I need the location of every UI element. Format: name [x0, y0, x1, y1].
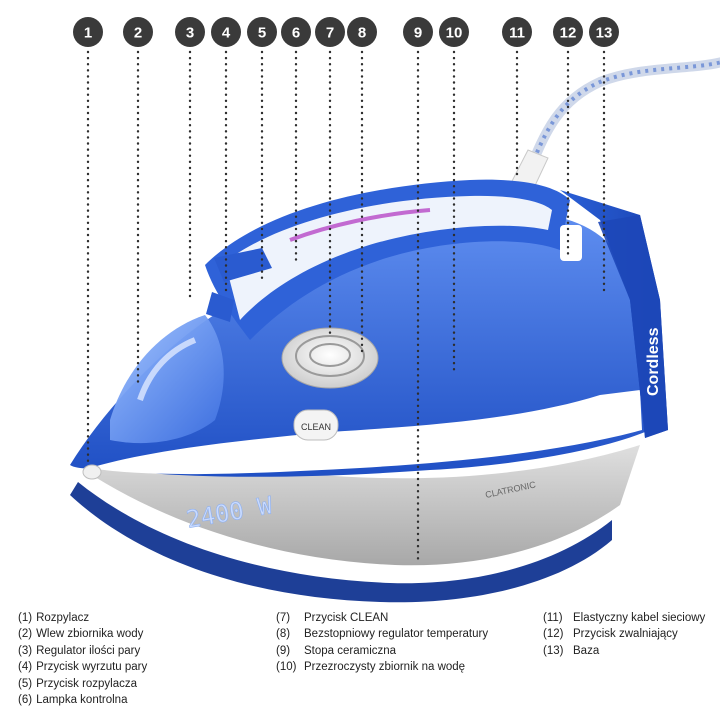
marker-badge-6 [281, 17, 311, 47]
legend-label: Przycisk zwalniający [573, 628, 678, 641]
marker-badge-12 [553, 17, 583, 47]
marker-number-5: 5 [258, 25, 266, 42]
spray-nozzle [82, 464, 102, 480]
spray-button[interactable] [206, 292, 234, 322]
soleplate [70, 482, 612, 603]
legend-number: (13) [543, 644, 564, 657]
legend-label: Przycisk CLEAN [304, 612, 389, 624]
steam-button[interactable] [214, 248, 272, 282]
legend-number: (5) [18, 677, 33, 690]
white-trim [90, 390, 642, 475]
marker-number-4: 4 [222, 25, 231, 42]
marker-number-8: 8 [358, 25, 366, 42]
legend-column-1: (1)Rozpylacz(2)Wlew zbiornika wody(3)Reg… [18, 610, 248, 708]
marker-badge-2 [123, 17, 153, 47]
marker-badge-8 [347, 17, 377, 47]
legend-number: (4) [18, 661, 33, 674]
legend-label: Regulator ilości pary [36, 644, 141, 657]
legend-number: (3) [18, 644, 33, 657]
legend-item: (13) Baza [543, 643, 713, 659]
cordless-label: Cordless [645, 327, 662, 396]
legend-number: (11) [543, 612, 563, 624]
marker-badge-3 [175, 17, 205, 47]
legend-label: Przycisk wyrzutu pary [36, 661, 148, 674]
legend-item: (2)Wlew zbiornika wody [18, 626, 248, 642]
legend-label: Stopa ceramiczna [304, 644, 397, 657]
marker-number-6: 6 [292, 25, 300, 42]
power-cable [523, 57, 720, 180]
legend-item: (3)Regulator ilości pary [18, 643, 248, 659]
marker-badge-11 [502, 17, 532, 47]
release-button[interactable] [560, 225, 582, 261]
marker-number-3: 3 [186, 25, 194, 42]
marker-badge-4 [211, 17, 241, 47]
legend-item: (5)Przycisk rozpylacza [18, 676, 248, 692]
marker-number-1: 1 [84, 25, 92, 42]
legend-label: Baza [573, 644, 600, 657]
legend-number: (2) [18, 628, 33, 641]
marker-number-7: 7 [326, 25, 334, 42]
legend-column-2: (7) Przycisk CLEAN (8) Bezstopniowy regulat… [276, 610, 526, 676]
legend-label: Lampka kontrolna [36, 694, 128, 707]
legend-item: (11) Elastyczny kabel sieciowy [543, 610, 713, 626]
legend-item: (4)Przycisk wyrzutu pary [18, 659, 248, 675]
clean-label: CLEAN [301, 422, 331, 432]
legend-label: Elastyczny kabel sieciowy [573, 612, 706, 624]
legend-label: Wlew zbiornika wody [36, 628, 144, 641]
marker-badge-9 [403, 17, 433, 47]
legend-number: (6) [18, 694, 33, 707]
legend-column-3: (11) Elastyczny kabel sieciowy (12) Przycis… [543, 610, 713, 659]
legend-label: Rozpylacz [36, 612, 90, 624]
marker-number-10: 10 [446, 25, 463, 42]
water-tank [110, 315, 224, 444]
legend-label: Bezstopniowy regulator temperatury [304, 628, 489, 641]
marker-badge-10 [439, 17, 469, 47]
marker-number-11: 11 [509, 25, 525, 42]
legend-item: (8) Bezstopniowy regulator temperatury [276, 626, 526, 642]
marker-number-13: 13 [596, 25, 613, 42]
marker-number-9: 9 [414, 25, 422, 42]
legend-item: (1)Rozpylacz [18, 610, 248, 626]
marker-number-2: 2 [134, 25, 142, 42]
legend-label: Przezroczysty zbiornik na wodę [304, 661, 466, 674]
legend-number: (7) [276, 612, 291, 624]
legend-number: (8) [276, 628, 291, 641]
marker-number-12: 12 [560, 25, 577, 42]
legend-item: (6)Lampka kontrolna [18, 692, 248, 708]
marker-badge-1 [73, 17, 103, 47]
legend-number: (12) [543, 628, 564, 641]
marker-badge-5 [247, 17, 277, 47]
legend-item: (10) Przezroczysty zbiornik na wodę [276, 659, 526, 675]
legend-item: (9) Stopa ceramiczna [276, 643, 526, 659]
legend-item: (12) Przycisk zwalniający [543, 626, 713, 642]
clean-button[interactable] [293, 409, 339, 441]
legend-number: (9) [276, 644, 291, 657]
temperature-dial[interactable] [281, 327, 379, 389]
marker-badge-13 [589, 17, 619, 47]
marker-badge-7 [315, 17, 345, 47]
legend-number: (10) [276, 661, 297, 674]
legend-number: (1) [18, 612, 33, 624]
legend-item: (7) Przycisk CLEAN [276, 610, 526, 626]
legend-label: Przycisk rozpylacza [36, 677, 138, 690]
